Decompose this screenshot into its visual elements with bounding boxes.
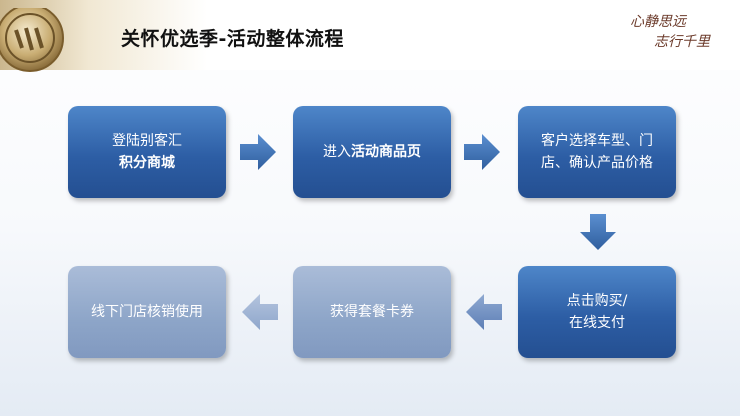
arrow-left-icon xyxy=(242,294,278,330)
flow-step-voucher-line: 获得套餐卡券 xyxy=(330,304,414,320)
flow-step-redeem-line: 线下门店核销使用 xyxy=(91,304,203,320)
page-title: 关怀优选季-活动整体流程 xyxy=(121,28,344,50)
arrow-left-icon xyxy=(466,294,502,330)
slogan-calligraphy: 心静思远 志行千里 xyxy=(622,12,732,58)
flow-step-purchase-line1: 点击购买/ xyxy=(566,293,628,309)
flow-step-select-vehicle: 客户选择车型、门 店、确认产品价格 xyxy=(518,106,676,198)
flow-step-login-line1: 登陆别客汇 xyxy=(112,133,182,149)
flow-step-offline-redeem: 线下门店核销使用 xyxy=(68,266,226,358)
flow-step-login-line2: 积分商城 xyxy=(119,155,175,171)
flow-step-select-line2: 店、确认产品价格 xyxy=(541,155,653,171)
flow-step-select-line1: 客户选择车型、门 xyxy=(541,133,653,149)
flow-step-purchase-pay: 点击购买/ 在线支付 xyxy=(518,266,676,358)
flow-step-login: 登陆别客汇 积分商城 xyxy=(68,106,226,198)
brand-logo-icon xyxy=(0,8,64,72)
flow-step-enter-emphasis: 活动商品页 xyxy=(351,144,421,160)
header-band xyxy=(0,0,740,70)
flow-step-enter-product-page: 进入活动商品页 xyxy=(293,106,451,198)
flow-step-enter-prefix: 进入 xyxy=(323,144,351,160)
flow-step-get-voucher: 获得套餐卡券 xyxy=(293,266,451,358)
arrow-right-icon xyxy=(240,134,276,170)
arrow-right-icon xyxy=(464,134,500,170)
flow-step-enter-line: 进入活动商品页 xyxy=(323,141,421,163)
flow-step-purchase-line2: 在线支付 xyxy=(569,315,625,331)
arrow-down-icon xyxy=(580,214,616,250)
slogan-line-2: 志行千里 xyxy=(654,34,710,50)
slogan-line-1: 心静思远 xyxy=(630,14,686,30)
